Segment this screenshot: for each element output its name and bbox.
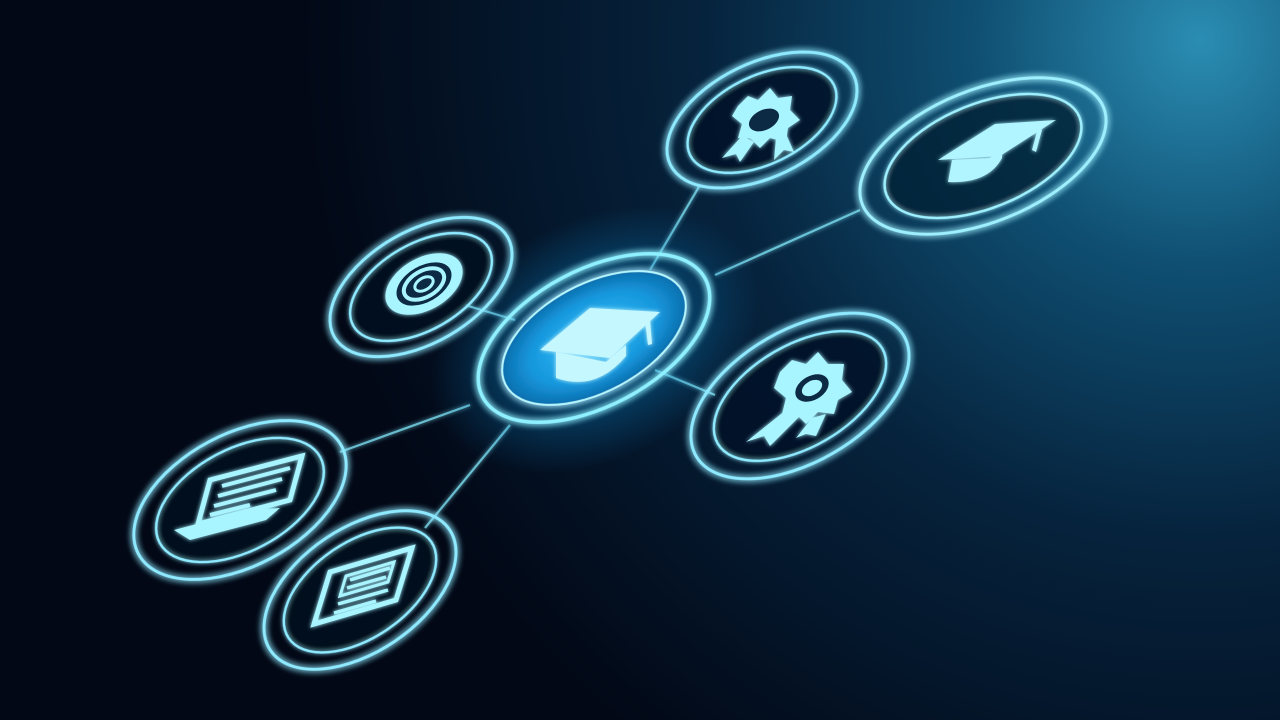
graduation-cap-icon xyxy=(938,120,1056,183)
node-outer-ring xyxy=(689,311,911,481)
node-outer-ring xyxy=(858,76,1108,236)
node-award-badge[interactable] xyxy=(645,24,878,216)
hub-outer-ring xyxy=(476,251,712,425)
node-outer-ring xyxy=(262,509,458,671)
seal-icon xyxy=(385,253,463,315)
award-badge-icon xyxy=(722,88,800,162)
certificate-icon xyxy=(310,544,416,628)
node-certificate[interactable] xyxy=(236,478,484,702)
diploma-icon xyxy=(174,452,306,540)
node-outer-ring xyxy=(132,419,348,581)
ribbon-award-icon xyxy=(746,352,852,446)
hub-node[interactable] xyxy=(451,219,737,457)
node-outer-ring xyxy=(665,50,859,190)
graduation-cap-icon xyxy=(540,308,660,382)
node-graduation-cap[interactable] xyxy=(838,46,1129,266)
node-outer-ring xyxy=(328,215,514,359)
node-ribbon[interactable] xyxy=(663,279,937,513)
node-diploma[interactable] xyxy=(107,388,372,613)
node-seal[interactable] xyxy=(306,189,535,386)
